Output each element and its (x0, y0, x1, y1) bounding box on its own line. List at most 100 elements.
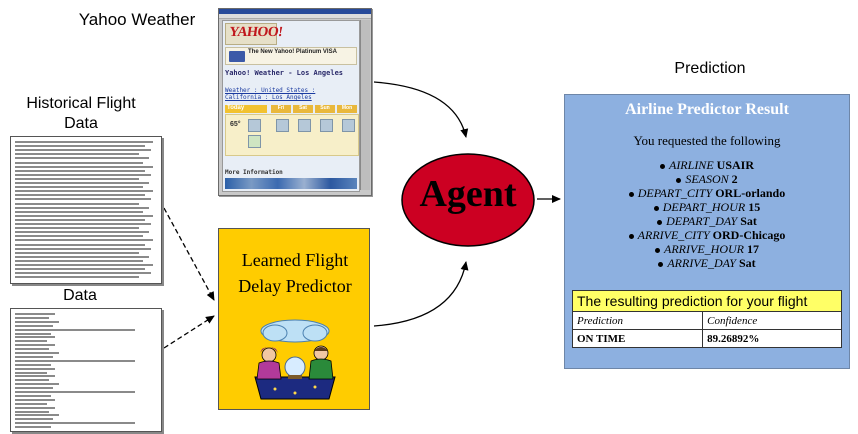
weather-icon (248, 119, 261, 132)
text-line (15, 268, 145, 271)
text-line (15, 206, 149, 209)
text-line (15, 418, 53, 421)
text-line (15, 251, 139, 254)
bullet-icon (676, 177, 682, 183)
text-line (15, 202, 139, 205)
text-line (15, 371, 47, 374)
text-line (15, 141, 153, 143)
label-prediction: Prediction (674, 60, 746, 77)
bullet-icon (628, 191, 634, 197)
request-item: DEPART_HOUR 15 (565, 200, 849, 214)
prediction-table: The resulting prediction for your flight… (571, 290, 842, 348)
text-line (15, 182, 149, 184)
request-item: ARRIVE_HOUR 17 (565, 242, 849, 256)
text-line (15, 328, 135, 331)
text-line (15, 375, 55, 378)
text-line (15, 231, 149, 234)
dashed-weather-to-predictor (163, 315, 215, 349)
text-line (15, 247, 151, 250)
text-line (15, 153, 139, 156)
request-item: AIRLINE USAIR (565, 158, 849, 172)
text-line (15, 243, 145, 246)
text-line (15, 340, 47, 343)
weather-icon (342, 119, 355, 132)
request-item: SEASON 2 (565, 172, 849, 186)
weather-map-strip (225, 178, 357, 189)
text-line (15, 387, 53, 390)
weather-forecast-grid: 65° (225, 114, 359, 156)
yahoo-weather-screenshot: YAHOO! The New Yahoo! Platinum VISA Yaho… (218, 8, 372, 196)
text-line (15, 149, 151, 152)
text-line (15, 276, 139, 279)
arrow-weather-to-agent (373, 81, 469, 138)
text-line (15, 367, 55, 370)
text-line (15, 332, 51, 335)
text-line (15, 414, 59, 417)
text-line (15, 359, 135, 362)
text-line (15, 239, 153, 242)
bullet-icon (659, 163, 665, 169)
bullet-icon (658, 261, 664, 267)
bullet-icon (653, 205, 659, 211)
weather-breadcrumb: Weather : United States : California : L… (225, 87, 316, 101)
yahoo-logo: YAHOO! (228, 25, 284, 40)
dashed-flight-to-predictor (163, 207, 215, 301)
text-line (15, 355, 53, 358)
bullet-icon (655, 247, 660, 253)
text-line (15, 272, 151, 275)
text-line (15, 363, 51, 366)
text-line (15, 406, 55, 409)
weather-icon (248, 135, 261, 148)
arrow-predictor-to-agent (373, 261, 469, 327)
text-line (15, 394, 51, 397)
fortune-teller-clipart (254, 319, 336, 400)
text-line (15, 259, 143, 262)
text-line (15, 324, 53, 327)
bullet-icon (628, 233, 634, 239)
predictor-label-line1: Learned Flight (241, 250, 349, 270)
credit-card-icon (229, 51, 245, 62)
prediction-value: ON TIME (571, 329, 704, 348)
text-line (15, 426, 51, 429)
confidence-value: 89.26892% (702, 329, 842, 348)
text-line (15, 157, 149, 160)
text-line (15, 190, 153, 193)
text-line (15, 173, 151, 176)
agent-label: Agent (419, 173, 517, 215)
text-line (15, 186, 143, 189)
text-line (15, 214, 153, 217)
text-line (15, 402, 47, 405)
text-line (15, 145, 145, 148)
text-line (15, 255, 149, 258)
text-line (15, 398, 55, 401)
text-line (15, 210, 143, 213)
text-line (15, 320, 59, 323)
request-item: DEPART_DAY Sat (565, 214, 849, 228)
text-line (15, 218, 145, 221)
airline-predictor-result-panel: Airline Predictor Result You requested t… (564, 94, 850, 369)
prediction-table-header: The resulting prediction for your flight (572, 290, 842, 312)
result-intro: You requested the following (633, 133, 781, 148)
weather-icon (276, 119, 289, 132)
text-line (15, 235, 143, 238)
today-header: Today (225, 105, 267, 113)
text-line (15, 422, 135, 425)
text-line (15, 169, 145, 172)
learned-flight-delay-predictor: Learned Flight Delay Predictor (218, 228, 370, 410)
text-line (15, 165, 153, 168)
text-line (15, 391, 135, 393)
forecast-day: Fri (271, 105, 291, 113)
result-title: Airline Predictor Result (625, 101, 789, 118)
text-line (15, 264, 153, 266)
text-line (15, 198, 151, 201)
text-line (15, 194, 145, 197)
text-line (15, 352, 59, 354)
bullet-icon (657, 219, 663, 225)
label-yahoo-weather: Yahoo Weather (78, 10, 196, 29)
text-line (15, 383, 59, 386)
text-line (15, 316, 49, 319)
text-line (15, 379, 49, 382)
text-line (15, 410, 49, 413)
text-line (15, 344, 55, 347)
